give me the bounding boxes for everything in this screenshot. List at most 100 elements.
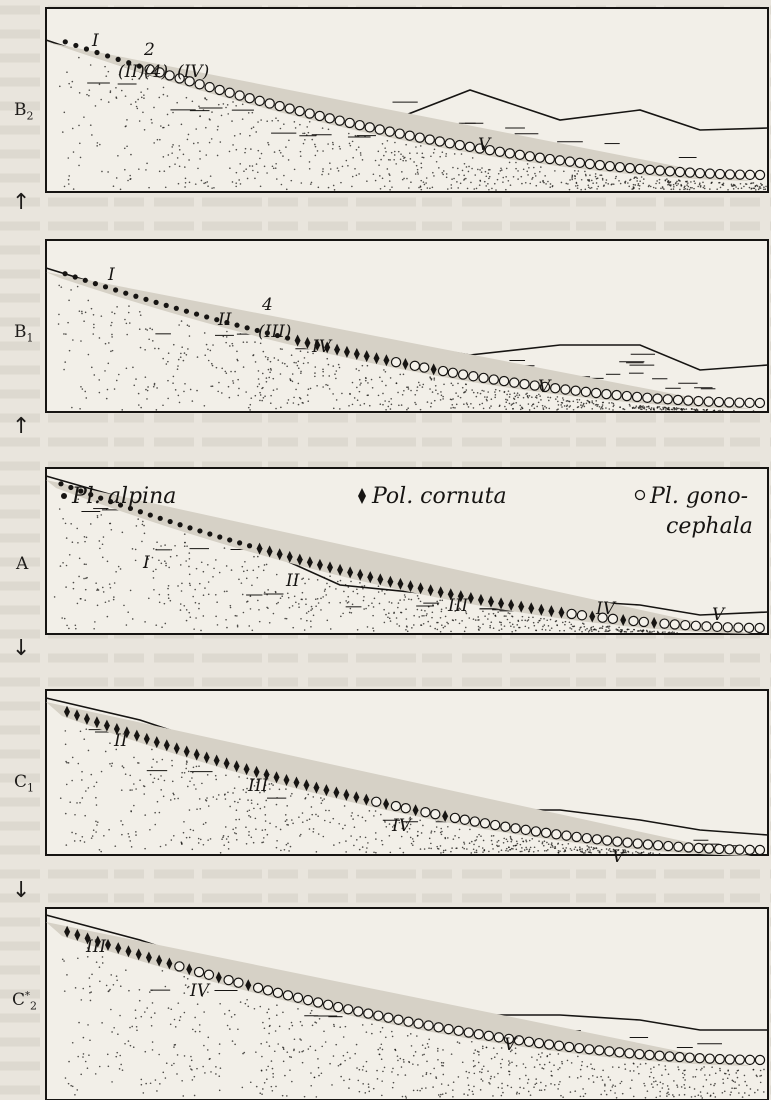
gonocephala-marker [577, 611, 586, 620]
gonocephala-marker [454, 1026, 463, 1035]
alpina-marker [123, 291, 128, 296]
gonocephala-marker [414, 1019, 423, 1028]
zone-label: IV [391, 816, 413, 836]
gonocephala-marker [520, 379, 529, 388]
gonocephala-marker [592, 835, 601, 844]
gonocephala-marker [670, 620, 679, 629]
gonocephala-marker [572, 832, 581, 841]
legend-gonocephala-2: cephala [666, 514, 753, 539]
label-b1: B1 [14, 322, 34, 344]
alpina-marker [153, 300, 158, 305]
gonocephala-marker [544, 1040, 553, 1049]
alpina-marker [164, 303, 169, 308]
gonocephala-marker [755, 623, 764, 632]
gonocephala-marker [745, 170, 754, 179]
gonocephala-marker [555, 156, 564, 165]
gonocephala-marker [494, 1033, 503, 1042]
gonocephala-marker [645, 165, 654, 174]
zone-label: (II) [118, 62, 145, 82]
gonocephala-marker [744, 623, 753, 632]
gonocephala-marker [694, 843, 703, 852]
gonocephala-marker [305, 109, 314, 118]
gonocephala-marker [293, 993, 302, 1002]
gonocephala-marker [735, 398, 744, 407]
label-c1: C1 [14, 772, 34, 794]
alpina-marker [105, 53, 110, 58]
gonocephala-marker [385, 127, 394, 136]
gonocephala-marker [234, 978, 243, 987]
gonocephala-marker [635, 1050, 644, 1059]
gonocephala-marker [263, 986, 272, 995]
alpina-marker [207, 531, 212, 536]
gonocephala-marker [702, 622, 711, 631]
gonocephala-marker [575, 1044, 584, 1053]
gonocephala-marker [469, 372, 478, 381]
gonocephala-marker [734, 623, 743, 632]
gonocephala-marker [567, 609, 576, 618]
gonocephala-marker [275, 101, 284, 110]
gonocephala-marker [675, 167, 684, 176]
gonocephala-marker [695, 1054, 704, 1063]
gonocephala-marker [655, 1051, 664, 1060]
panel-c2: IIIIVV [46, 908, 768, 1100]
gonocephala-marker [551, 384, 560, 393]
alpina-marker [73, 43, 78, 48]
gonocephala-marker [684, 396, 693, 405]
gonocephala-marker [464, 1028, 473, 1037]
alpina-marker [245, 325, 250, 330]
zone-label: V [712, 605, 726, 625]
gonocephala-marker [515, 150, 524, 159]
alpina-marker [177, 522, 182, 527]
gonocephala-marker [355, 121, 364, 130]
gonocephala-marker [489, 375, 498, 384]
gonocephala-marker [415, 133, 424, 142]
zone-label: V [504, 1035, 518, 1055]
gonocephala-marker [364, 1009, 373, 1018]
gonocephala-marker [704, 844, 713, 853]
alpina-marker [184, 309, 189, 314]
alpina-marker [133, 294, 138, 299]
gonocephala-marker [521, 825, 530, 834]
gonocephala-marker [725, 1055, 734, 1064]
label-c2: C*2 [12, 990, 37, 1012]
gonocephala-marker [562, 831, 571, 840]
gonocephala-marker [705, 169, 714, 178]
zone-label: I [142, 553, 150, 573]
gonocephala-marker [445, 139, 454, 148]
gonocephala-marker [595, 1046, 604, 1055]
gonocephala-marker [421, 808, 430, 817]
gonocephala-marker [715, 1054, 724, 1063]
gonocephala-marker [438, 366, 447, 375]
gonocephala-marker [545, 154, 554, 163]
panel-c1: IIIIIIVV [46, 690, 768, 867]
gonocephala-marker [585, 159, 594, 168]
legend-gonocephala-1: Pl. gono- [649, 484, 748, 509]
panel-b2: I(II)2(4)(IV)V [46, 8, 768, 192]
gonocephala-marker [479, 373, 488, 382]
gonocephala-marker [394, 1015, 403, 1024]
gonocephala-marker [254, 983, 263, 992]
gonocephala-marker [303, 996, 312, 1005]
gonocephala-marker [273, 988, 282, 997]
gonocephala-marker [632, 392, 641, 401]
gonocephala-marker [582, 834, 591, 843]
gonocephala-marker [655, 166, 664, 175]
gonocephala-marker [225, 88, 234, 97]
gonocephala-marker [643, 840, 652, 849]
gonocephala-marker [405, 131, 414, 140]
gonocephala-marker [629, 616, 638, 625]
gonocephala-marker [615, 163, 624, 172]
zone-label: IV [311, 337, 333, 357]
gonocephala-marker [735, 1055, 744, 1064]
gonocephala-marker [375, 125, 384, 134]
zone-label: I [91, 31, 99, 51]
alpina-marker [143, 297, 148, 302]
gonocephala-marker [625, 164, 634, 173]
gonocephala-marker [653, 394, 662, 403]
gonocephala-marker [455, 140, 464, 149]
zone-label: V [538, 377, 552, 397]
gonocephala-marker [459, 370, 468, 379]
gonocephala-marker [552, 830, 561, 839]
gonocephala-marker [715, 844, 724, 853]
arrow-down-icon: ↓ [12, 638, 30, 660]
